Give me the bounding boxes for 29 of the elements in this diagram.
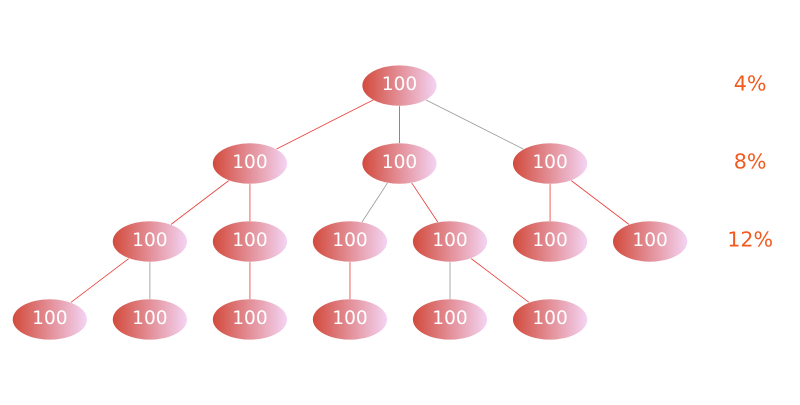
node-ellipse: 100 xyxy=(362,143,437,184)
node-ellipse: 100 xyxy=(212,221,288,262)
label: 8% xyxy=(734,150,767,174)
node-ellipse: 100 xyxy=(412,299,488,340)
connector xyxy=(399,106,400,144)
connector xyxy=(426,100,524,150)
node-ellipse: 100 xyxy=(112,299,188,340)
node-ellipse: 100 xyxy=(212,143,288,184)
node-ellipse: 100 xyxy=(512,299,588,340)
label: 4% xyxy=(734,72,767,96)
node-ellipse: 100 xyxy=(112,221,188,262)
node-ellipse: 100 xyxy=(412,221,488,262)
node-ellipse: 100 xyxy=(12,299,87,340)
node-ellipse: 100 xyxy=(312,299,388,340)
node-ellipse: 100 xyxy=(512,221,588,262)
node-ellipse: 100 xyxy=(512,143,588,184)
connector xyxy=(570,180,630,225)
node-ellipse: 100 xyxy=(362,65,437,106)
connector xyxy=(362,182,388,222)
node-ellipse: 100 xyxy=(612,221,688,262)
connector xyxy=(276,100,374,150)
node-ellipse: 100 xyxy=(212,299,288,340)
label: 12% xyxy=(727,228,774,252)
connector xyxy=(70,258,130,303)
node-ellipse: 100 xyxy=(312,221,388,262)
connector xyxy=(411,182,438,222)
connector xyxy=(149,262,150,300)
connector xyxy=(470,258,530,303)
connector xyxy=(170,180,230,225)
